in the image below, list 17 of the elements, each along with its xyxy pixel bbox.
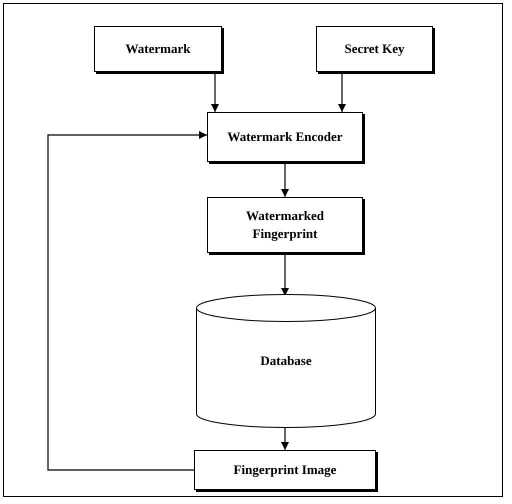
node-label: Secret Key bbox=[343, 40, 406, 58]
node-label: Watermarked Fingerprint bbox=[245, 207, 325, 243]
node-label: Database bbox=[259, 352, 313, 370]
process-box bbox=[316, 26, 433, 72]
arrow bbox=[281, 428, 289, 450]
arrow bbox=[47, 131, 207, 471]
node-label: Watermark bbox=[124, 40, 192, 58]
process-box bbox=[194, 450, 376, 490]
arrow bbox=[281, 253, 289, 296]
process-box bbox=[94, 26, 222, 72]
process-box bbox=[207, 112, 363, 162]
arrow bbox=[281, 162, 289, 197]
arrow bbox=[338, 72, 346, 112]
node-label: Fingerprint Image bbox=[232, 461, 338, 479]
arrow bbox=[211, 72, 219, 112]
process-box bbox=[207, 197, 363, 253]
node-label: Watermark Encoder bbox=[226, 128, 344, 146]
